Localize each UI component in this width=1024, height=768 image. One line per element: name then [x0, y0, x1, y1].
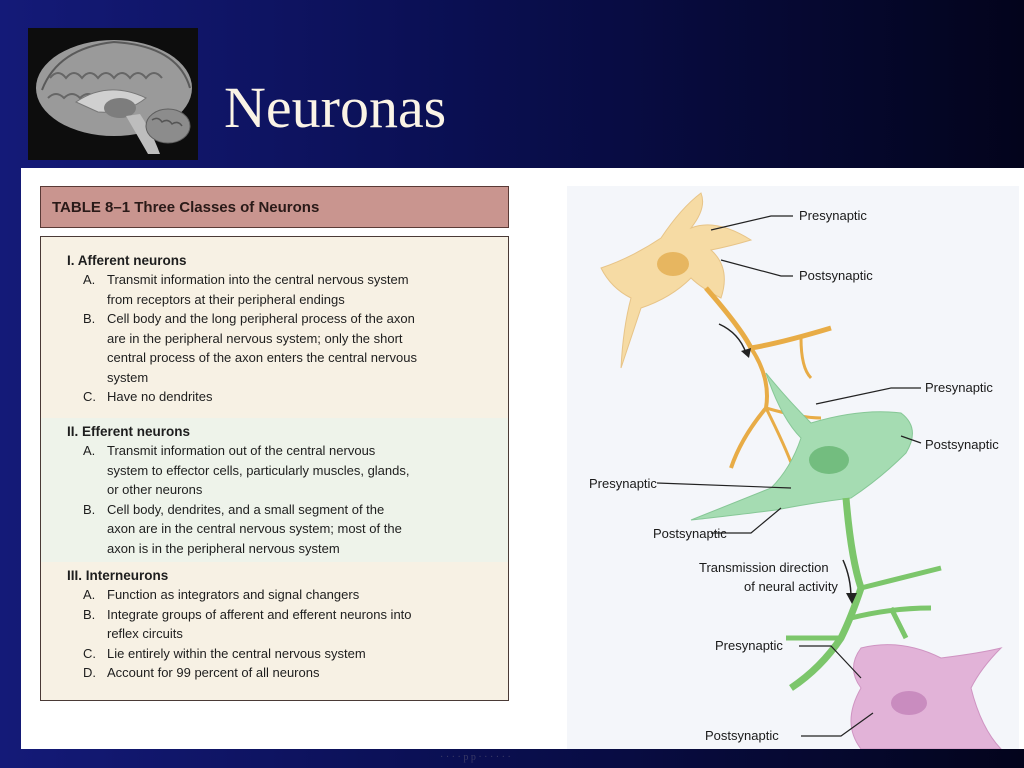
- item-letter: B.: [83, 606, 96, 622]
- pink-neuron: [850, 644, 1003, 749]
- label-leader-lines: [656, 215, 922, 737]
- neuron-chain-diagram: Presynaptic Postsynaptic Presynaptic Pos…: [561, 168, 1024, 749]
- list-item: A. Transmit information out of the centr…: [83, 441, 496, 500]
- list-item: D. Account for 99 percent of all neurons: [83, 663, 496, 683]
- label-presynaptic-3: Presynaptic: [589, 476, 657, 491]
- list-item: C. Lie entirely within the central nervo…: [83, 644, 496, 664]
- item-text: Lie entirely within the central nervous …: [107, 645, 366, 661]
- item-letter: B.: [83, 501, 96, 517]
- item-text: Cell body and the long peripheral proces…: [107, 311, 418, 385]
- item-letter: B.: [83, 311, 96, 326]
- item-letter: C.: [83, 645, 96, 661]
- label-neural-activity: of neural activity: [744, 579, 838, 594]
- item-text: Transmit information out of the central …: [107, 443, 410, 497]
- green-neuron: [690, 372, 942, 691]
- item-text: Integrate groups of afferent and efferen…: [107, 606, 412, 642]
- item-letter: A.: [83, 587, 96, 602]
- list-item: A. Transmit information into the central…: [83, 270, 496, 309]
- list-item: B. Cell body and the long peripheral pro…: [83, 309, 496, 387]
- neuron-diagram-svg: Presynaptic Postsynaptic Presynaptic Pos…: [567, 186, 1019, 749]
- section-afferent: I. Afferent neurons A. Transmit informat…: [41, 237, 508, 418]
- section-title: II. Efferent neurons: [67, 424, 191, 439]
- label-postsynaptic-1: Postsynaptic: [799, 268, 873, 283]
- label-presynaptic-1: Presynaptic: [799, 208, 867, 223]
- item-text: Account for 99 percent of all neurons: [107, 665, 320, 680]
- label-presynaptic-2: Presynaptic: [925, 380, 993, 395]
- item-text: Function as integrators and signal chang…: [107, 587, 360, 602]
- item-text: Transmit information into the central ne…: [107, 272, 409, 307]
- label-postsynaptic-4: Postsynaptic: [705, 728, 779, 743]
- label-postsynaptic-3: Postsynaptic: [653, 526, 727, 541]
- footer-text: · · · · p p · · · · · ·: [440, 752, 511, 763]
- item-letter: D.: [83, 665, 96, 680]
- table-header: TABLE 8–1 Three Classes of Neurons: [40, 186, 509, 228]
- label-postsynaptic-2: Postsynaptic: [925, 437, 999, 452]
- section-efferent: II. Efferent neurons A. Transmit informa…: [41, 418, 508, 562]
- brain-sagittal-image: [28, 28, 198, 160]
- item-text: Cell body, dendrites, and a small segmen…: [107, 501, 402, 556]
- list-item: A. Function as integrators and signal ch…: [83, 585, 496, 605]
- list-item: C. Have no dendrites: [83, 387, 496, 407]
- section-title: I. Afferent neurons: [67, 253, 187, 268]
- item-text: Have no dendrites: [107, 389, 213, 404]
- section-interneurons: III. Interneurons A. Function as integra…: [41, 562, 508, 700]
- list-item: B. Cell body, dendrites, and a small seg…: [83, 500, 496, 559]
- label-transmission-direction: Transmission direction: [699, 560, 829, 575]
- section-title: III. Interneurons: [67, 568, 169, 583]
- label-presynaptic-4: Presynaptic: [715, 638, 783, 653]
- item-letter: A.: [83, 272, 96, 287]
- item-letter: C.: [83, 389, 96, 404]
- list-item: B. Integrate groups of afferent and effe…: [83, 605, 496, 644]
- neuron-classes-table: I. Afferent neurons A. Transmit informat…: [40, 236, 509, 701]
- content-panel: TABLE 8–1 Three Classes of Neurons I. Af…: [21, 168, 1024, 749]
- item-letter: A.: [83, 443, 96, 458]
- slide-title: Neuronas: [224, 75, 447, 140]
